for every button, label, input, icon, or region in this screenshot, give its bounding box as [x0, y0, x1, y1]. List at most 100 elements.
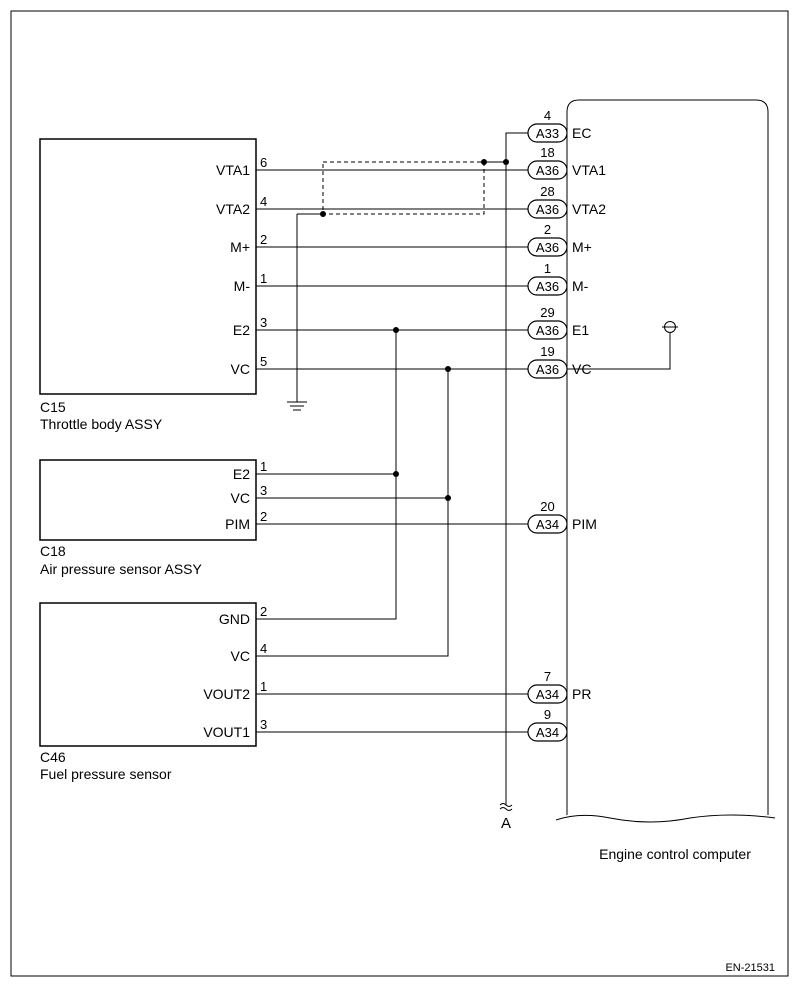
ecu-name: Engine control computer	[599, 846, 751, 862]
ground-symbol-icon	[287, 401, 307, 411]
junction-dot	[445, 495, 451, 501]
terminal-pin-number: 7	[544, 669, 551, 684]
component-pin-number: 4	[260, 194, 267, 209]
component-pin-number: 2	[260, 509, 267, 524]
component-pin-number: 1	[260, 679, 267, 694]
connector-oval	[527, 123, 568, 143]
junction-dot	[393, 471, 399, 477]
junction-dot	[481, 159, 487, 165]
connector-code: A34	[536, 725, 559, 740]
shield-dashed	[322, 161, 485, 215]
junction-dot	[393, 327, 399, 333]
power-terminal-icon	[662, 321, 678, 333]
component-pin-label: VOUT1	[203, 724, 250, 740]
component-pin-label: VTA1	[216, 162, 250, 178]
component-pin-number: 2	[260, 232, 267, 247]
connector-oval	[527, 514, 568, 534]
ecu-vc-internal	[567, 333, 671, 370]
connector-code: A36	[536, 279, 559, 294]
component-pin-number: 6	[260, 155, 267, 170]
component-pin-label: VC	[231, 490, 250, 506]
terminal-signal-label: PIM	[572, 516, 597, 532]
terminal-pin-number: 18	[540, 145, 554, 160]
wire-ec-shield	[505, 132, 528, 805]
connector-oval	[527, 199, 568, 219]
component-pin-label: VC	[231, 361, 250, 377]
connector-code: A36	[536, 323, 559, 338]
c46-fuel-pressure-sensor-box	[39, 602, 257, 747]
component-pin-label: E2	[233, 322, 250, 338]
ecu-terminal: A36 1M-	[527, 261, 589, 296]
junction-dot	[320, 211, 326, 217]
terminal-signal-label: E1	[572, 322, 589, 338]
component-pin-number: 3	[260, 717, 267, 732]
c15-code: C15	[40, 399, 66, 415]
component-pin-label: VOUT2	[203, 686, 250, 702]
terminal-signal-label: PR	[572, 686, 591, 702]
connector-oval	[527, 722, 568, 742]
connector-code: A36	[536, 240, 559, 255]
wire-break-mark	[499, 803, 513, 807]
component-pin-label: VC	[231, 648, 250, 664]
wire-break-mark	[499, 807, 513, 811]
connector-oval	[527, 684, 568, 704]
connector-oval	[527, 320, 568, 340]
connector-code: A36	[536, 202, 559, 217]
c46-code: C46	[40, 749, 66, 765]
terminal-signal-label: VC	[572, 361, 591, 377]
diagram-frame	[10, 10, 789, 977]
connector-oval	[527, 276, 568, 296]
component-pin-label: VTA2	[216, 201, 250, 217]
terminal-signal-label: M-	[572, 278, 589, 294]
component-pin-number: 1	[260, 271, 267, 286]
connector-oval	[527, 359, 568, 379]
terminal-signal-label: M+	[572, 239, 592, 255]
ecu-terminals: A334ECA3618VTA1A3628VTA2A362M+A361M-A362…	[527, 108, 606, 742]
terminal-pin-number: 29	[540, 305, 554, 320]
terminal-pin-number: 20	[540, 499, 554, 514]
terminal-signal-label: VTA1	[572, 162, 606, 178]
terminal-pin-number: 28	[540, 184, 554, 199]
wire-c46-vc	[256, 369, 449, 657]
c18-air-pressure-sensor-box	[39, 459, 257, 541]
diagram-id: EN-21531	[725, 962, 775, 974]
junction-dot	[503, 159, 509, 165]
ecu-break-line	[555, 814, 776, 823]
c18-name: Air pressure sensor ASSY	[40, 561, 203, 577]
terminal-pin-number: 2	[544, 222, 551, 237]
connector-oval	[527, 237, 568, 257]
connector-code: A33	[536, 126, 559, 141]
component-pin-number: 3	[260, 315, 267, 330]
connector-code: A34	[536, 517, 559, 532]
connector-code: A34	[536, 687, 559, 702]
component-pin-label: M-	[234, 278, 251, 294]
component-pin-number: 2	[260, 604, 267, 619]
c15-throttle-body-box	[39, 138, 257, 395]
component-pin-label: GND	[219, 611, 250, 627]
component-pin-label: E2	[233, 466, 250, 482]
terminal-pin-number: 19	[540, 344, 554, 359]
component-pin-number: 3	[260, 483, 267, 498]
connector-code: A36	[536, 163, 559, 178]
ecu-terminal: A34 7PR	[527, 669, 591, 704]
ecu-outline	[566, 99, 769, 815]
terminal-pin-number: 1	[544, 261, 551, 276]
terminal-signal-label: EC	[572, 125, 591, 141]
component-pin-number: 1	[260, 459, 267, 474]
ecu-terminal: A36 2M+	[527, 222, 592, 257]
connector-code: A36	[536, 362, 559, 377]
c15-name: Throttle body ASSY	[40, 416, 163, 432]
component-pin-label: PIM	[225, 516, 250, 532]
component-pin-number: 5	[260, 354, 267, 369]
marker-a-label: A	[501, 815, 511, 832]
terminal-pin-number: 9	[544, 707, 551, 722]
